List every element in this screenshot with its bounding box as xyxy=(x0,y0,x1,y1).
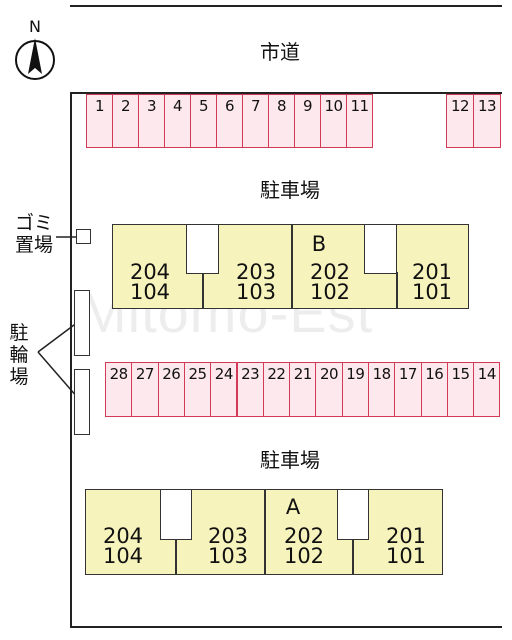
parking-space: 6 xyxy=(216,94,243,148)
unit-upper: 202 xyxy=(309,260,351,284)
parking-space: 27 xyxy=(131,362,159,417)
building-notch xyxy=(160,489,192,540)
parking-space: 15 xyxy=(446,362,475,417)
lot-boundary xyxy=(70,92,502,628)
parking-label-lower: 駐車場 xyxy=(260,448,320,472)
compass: N xyxy=(12,16,58,86)
unit-lower: 101 xyxy=(411,280,453,304)
bicycle-label: 駐 輪 場 xyxy=(4,322,34,388)
unit-divider xyxy=(202,272,204,309)
garbage-bin xyxy=(76,229,91,244)
garbage-label: ゴミ 置場 xyxy=(8,212,60,256)
north-arrow-icon: N xyxy=(15,17,55,80)
unit-upper: 204 xyxy=(102,524,144,548)
parking-space: 5 xyxy=(190,94,217,148)
parking-space: 28 xyxy=(105,362,133,417)
parking-space: 7 xyxy=(242,94,269,148)
unit-divider xyxy=(175,538,177,575)
unit-divider xyxy=(291,224,293,309)
unit-lower: 102 xyxy=(309,280,351,304)
unit-upper: 201 xyxy=(385,524,427,548)
parking-space: 18 xyxy=(368,362,396,417)
unit-lower: 102 xyxy=(283,544,325,568)
parking-space: 12 xyxy=(446,94,474,148)
building-notch xyxy=(364,224,397,274)
building-notch xyxy=(186,224,219,274)
unit-lower: 104 xyxy=(129,280,171,304)
parking-space: 16 xyxy=(420,362,448,417)
unit-lower: 103 xyxy=(235,280,277,304)
unit-divider xyxy=(264,489,266,575)
building-notch xyxy=(337,489,369,540)
compass-label: N xyxy=(29,17,41,36)
bicycle-rack xyxy=(74,369,90,435)
parking-space: 20 xyxy=(315,362,343,417)
parking-space: 21 xyxy=(289,362,317,417)
parking-label-upper: 駐車場 xyxy=(260,178,320,202)
building-b xyxy=(112,224,469,309)
unit-upper: 204 xyxy=(129,260,171,284)
building-label: B xyxy=(311,232,327,256)
parking-space: 9 xyxy=(294,94,321,148)
unit-lower: 104 xyxy=(102,544,144,568)
unit-lower: 103 xyxy=(207,544,249,568)
parking-space: 13 xyxy=(473,94,501,148)
garbage-label-line1: ゴミ xyxy=(14,212,53,234)
bicycle-label-line3: 場 xyxy=(9,366,29,388)
unit-divider xyxy=(352,538,354,575)
unit-upper: 203 xyxy=(207,524,249,548)
road-line xyxy=(70,5,502,7)
bicycle-label-line2: 輪 xyxy=(9,344,29,366)
bicycle-label-line1: 駐 xyxy=(9,322,29,344)
parking-space: 8 xyxy=(268,94,295,148)
parking-space: 22 xyxy=(262,362,291,417)
parking-space: 24 xyxy=(210,362,238,417)
parking-space: 11 xyxy=(346,94,373,148)
unit-divider xyxy=(396,272,398,309)
unit-upper: 203 xyxy=(235,260,277,284)
unit-upper: 202 xyxy=(283,524,325,548)
parking-space: 23 xyxy=(236,362,264,417)
parking-space: 14 xyxy=(473,362,501,417)
unit-upper: 201 xyxy=(411,260,453,284)
unit-lower: 101 xyxy=(385,544,427,568)
building-label: A xyxy=(285,495,301,519)
bicycle-rack xyxy=(74,290,90,356)
parking-space: 4 xyxy=(164,94,191,148)
road-label: 市道 xyxy=(260,40,300,64)
garbage-label-line2: 置場 xyxy=(14,234,53,256)
